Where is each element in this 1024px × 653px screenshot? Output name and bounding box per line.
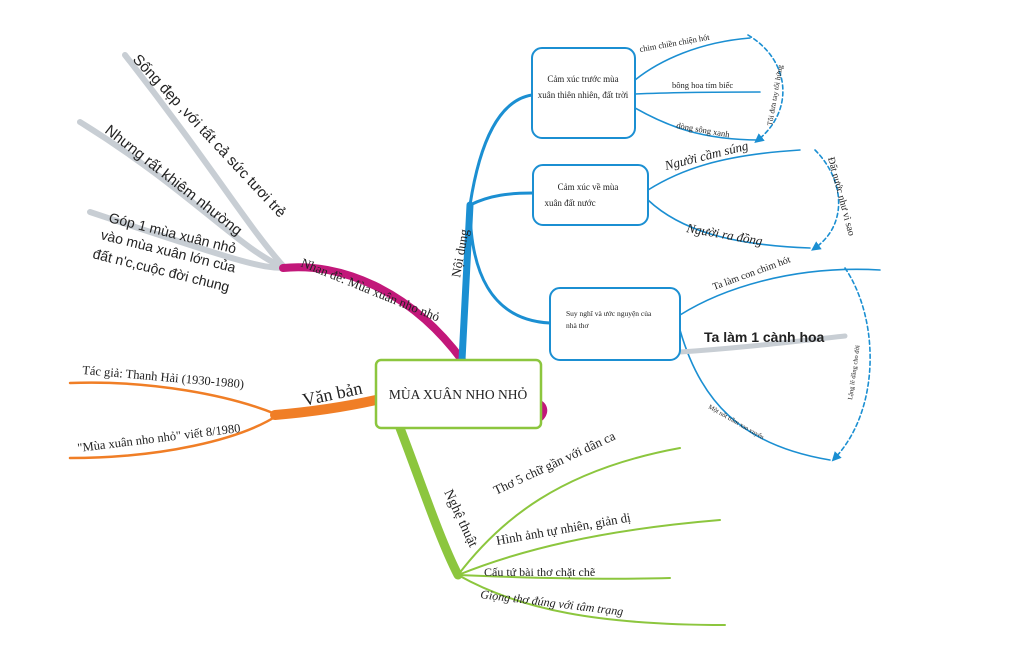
box2-item-nguoi-ra-dong: Người ra đồng: [684, 220, 764, 248]
connector-song-dep: [122, 52, 288, 271]
van-ban-item-viet: "Mùa xuân nho nhỏ" viết 8/1980: [77, 421, 241, 455]
noi-dung-branch: [458, 34, 881, 462]
box3-item-ta-lam-chim: Ta làm con chim hót: [711, 254, 792, 292]
nghe-thuat-trunk: [395, 423, 463, 580]
nghe-thuat-item-giong-tho: Giọng thơ đúng với tâm trạng: [480, 587, 624, 618]
connector-khiem-nhuong: [77, 119, 288, 271]
connector-giong-tho: [457, 574, 726, 626]
box3-line-2: nhà thơ: [566, 321, 590, 330]
line-nguoi-ra-dong: [647, 199, 811, 249]
box3-line-1: Suy nghĩ và ước nguyện của: [566, 309, 652, 318]
nhan-de-label: Nhan đề: Mùa xuân nho nhỏ: [299, 255, 442, 324]
line-nguoi-cam-sung: [647, 149, 801, 191]
box1-item-chien-chien: chim chiền chiện hót: [639, 32, 711, 54]
nghe-thuat-branch: [395, 423, 726, 626]
box3-item-not-tram: Một nốt trầm xao xuyến: [707, 404, 766, 442]
nghe-thuat-item-tho-5-chu: Thơ 5 chữ gần với dân ca: [491, 428, 618, 498]
nhan-de-item-song-dep: Sống đẹp ,với tất cả sức tươi trẻ: [129, 51, 289, 221]
central-topic-label: MÙA XUÂN NHO NHỎ: [389, 387, 528, 402]
box1-item-bong-hoa: bông hoa tím biếc: [672, 80, 733, 90]
connector-hinh-anh: [457, 519, 721, 576]
line-bong-hoa: [634, 91, 761, 95]
nhan-de-branch-line: [279, 263, 466, 364]
line-ta-lam-canh-hoa: [677, 333, 848, 355]
bracket-box2: [811, 149, 840, 251]
connector-viet-1980: [68, 413, 280, 460]
connector-tho-5-chu: [457, 447, 681, 576]
noi-dung-box-2[interactable]: [532, 164, 649, 226]
box1-line-1: Cảm xúc trước mùa: [547, 74, 618, 84]
central-topic-box[interactable]: [374, 358, 543, 430]
noi-dung-trunk: [458, 201, 474, 364]
line-dong-song: [634, 107, 761, 141]
connector-box3: [468, 203, 552, 325]
box2-line-1: Cảm xúc về mùa: [558, 182, 619, 192]
box3-item-ta-lam-canh-hoa: Ta làm 1 cành hoa: [704, 329, 825, 345]
box1-side-label: Tôi đưa tay tôi hứng: [765, 64, 785, 126]
connector-tac-gia: [68, 381, 280, 417]
noi-dung-box-1[interactable]: [531, 47, 636, 139]
van-ban-branch: [68, 381, 381, 460]
connector-box1: [468, 93, 534, 207]
connector-cau-tu: [457, 574, 671, 580]
van-ban-trunk: [270, 395, 381, 420]
line-ta-lam-chim: [679, 268, 881, 316]
line-chien-chien: [634, 37, 751, 81]
noi-dung-box-3[interactable]: [549, 287, 681, 361]
box1-line-2: xuân thiên nhiên, đất trời: [538, 90, 629, 100]
nghe-thuat-item-cau-tu: Cấu tứ bài thơ chặt chẽ: [484, 565, 595, 579]
connector-gop-mua-xuan: [87, 209, 288, 271]
box2-item-nguoi-cam-sung: Người cầm súng: [662, 138, 750, 174]
bracket-box1: [747, 34, 784, 144]
connector-box2: [468, 191, 535, 207]
box2-side-label: Đất nước như vì sao: [825, 156, 857, 237]
nhan-de-sub-branches: [77, 52, 288, 271]
box1-item-dong-song: dòng sông xanh: [676, 120, 731, 139]
line-not-tram: [679, 329, 831, 461]
box3-side-label: Lặng lẽ dâng cho đời: [847, 345, 862, 401]
box2-line-2: xuân đất nước: [544, 198, 595, 208]
bracket-box3: [831, 267, 871, 462]
